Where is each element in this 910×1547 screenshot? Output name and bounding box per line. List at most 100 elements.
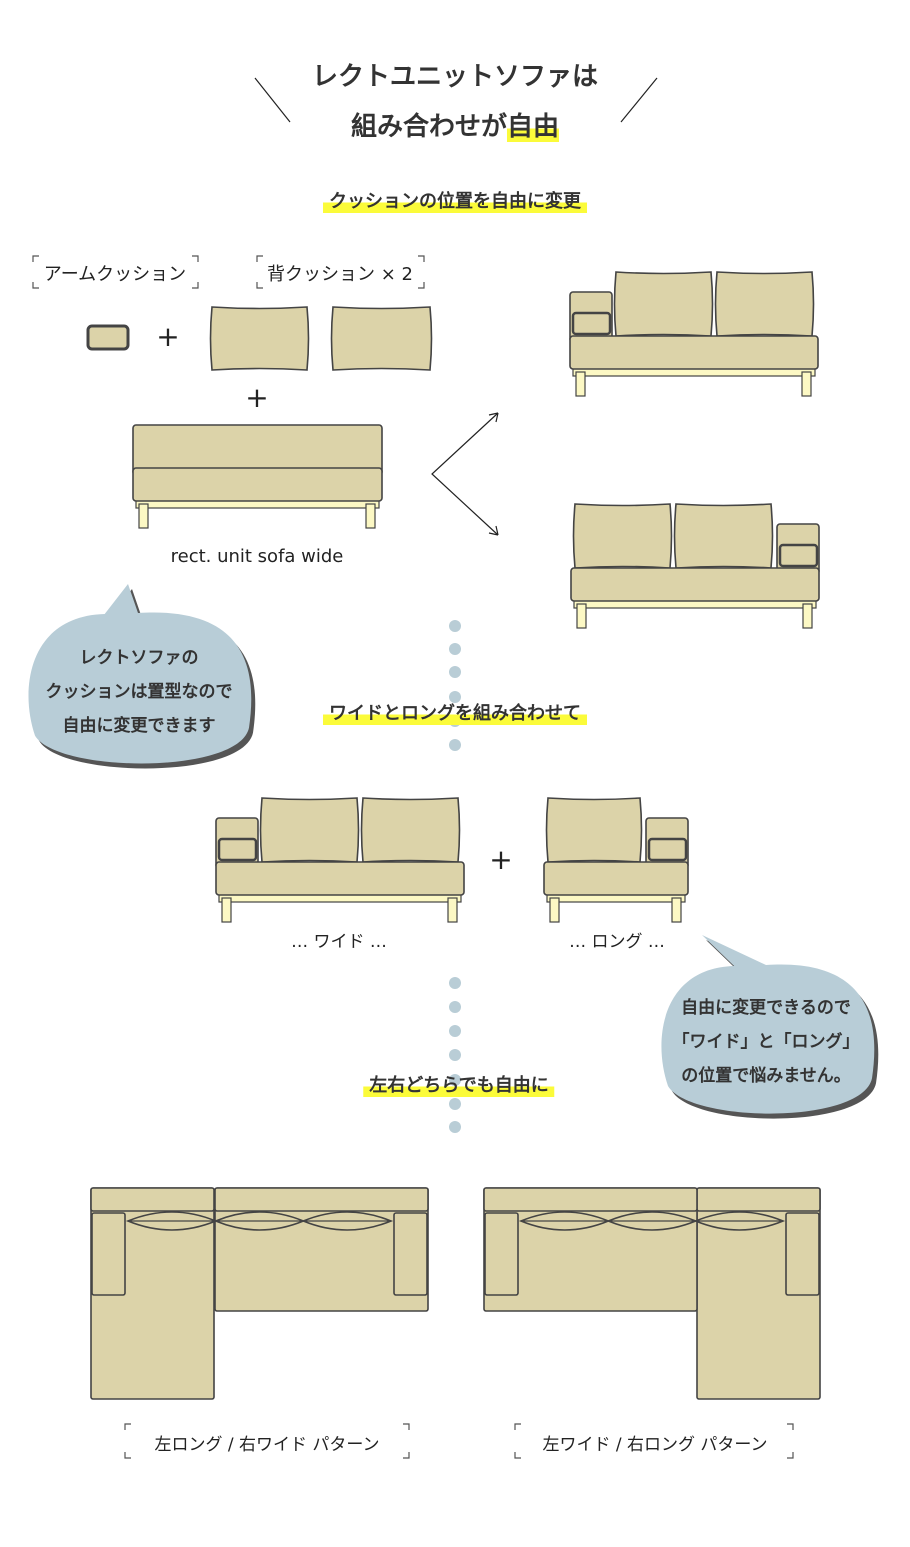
dot [449, 1098, 461, 1110]
section2-heading: ワイドとロングを組み合わせて [323, 699, 587, 725]
back-cushion [545, 797, 643, 863]
back-cushion [330, 306, 433, 371]
sofa-seat [132, 467, 383, 502]
wide-unit-back [483, 1187, 698, 1212]
bracket [514, 1423, 521, 1430]
sofa-leg [575, 371, 586, 397]
dot [449, 1121, 461, 1133]
sofa-leg [549, 897, 560, 923]
dot [449, 666, 461, 678]
bracket [124, 1452, 131, 1459]
wide-label: … ワイド … [291, 932, 387, 952]
dot [449, 977, 461, 989]
arm-cushion [217, 837, 258, 862]
arm-cushion [571, 311, 612, 336]
bracket [403, 1452, 410, 1459]
arm-right [785, 1212, 820, 1296]
plus-sign: + [156, 320, 180, 353]
sofa-leg [801, 371, 812, 397]
speech-bubble [28, 584, 252, 764]
arrow-head-icon [488, 525, 499, 536]
back-cushion [673, 503, 774, 569]
arm-right [393, 1212, 428, 1296]
sofa-arm-left [569, 271, 819, 397]
sofa-leg [447, 897, 458, 923]
sofa-seat [569, 335, 819, 370]
arm-cushion [647, 837, 688, 862]
speech-bubble [661, 935, 875, 1114]
back-cushion-label-brackets [256, 255, 425, 289]
dot [449, 620, 461, 632]
plus-sign: + [489, 843, 513, 876]
bracket [256, 255, 263, 262]
bracket [787, 1452, 794, 1459]
arm-cushion [778, 543, 819, 568]
title-line-2-text: 組み合わせが [350, 112, 507, 142]
section1-heading: クッションの位置を自由に変更 [323, 187, 587, 213]
dot [449, 643, 461, 655]
bubble-2-text: 自由に変更できるので 「ワイド」と「ロング」 の位置で悩みません。 [673, 991, 860, 1093]
long-unit-back [696, 1187, 821, 1212]
title-line-2: 組み合わせが自由 [350, 106, 560, 143]
sofa-arm-right [570, 503, 820, 629]
dot [449, 739, 461, 751]
title-deco-line [620, 77, 658, 123]
bracket [514, 1452, 521, 1459]
bubble-line: レクトソファの [79, 648, 199, 668]
back-cushion [572, 503, 673, 569]
arm-left [91, 1212, 126, 1296]
bracket [256, 282, 263, 289]
sofa-leg [671, 897, 682, 923]
pattern-right-caption: 左ワイド / 右ロング パターン [542, 1435, 768, 1455]
long-label: … ロング … [569, 932, 665, 952]
product-name: rect. unit sofa wide [170, 546, 344, 567]
bubble-line: 自由に変更できます [62, 716, 216, 736]
arm-cushion-label-brackets [32, 255, 199, 289]
plan-left-wide-right-long [483, 1187, 821, 1400]
plan-left-long-right-wide [90, 1187, 429, 1400]
title-deco-line [254, 77, 291, 123]
bracket [192, 255, 199, 262]
back-cushion-label: 背クッション × 2 [267, 264, 413, 285]
pattern-right-brackets [514, 1423, 794, 1459]
bracket [32, 282, 39, 289]
bubble-line: クッションは置型なので [45, 682, 233, 702]
arm-left [484, 1212, 519, 1296]
sofa-seat [215, 861, 465, 896]
arm-cushion-label: アームクッション [43, 264, 187, 285]
arm-cushion [86, 324, 130, 351]
title-line-1: レクトユニットソファは [311, 62, 599, 92]
bubble-line: の位置で悩みません。 [681, 1066, 851, 1086]
bracket [787, 1423, 794, 1430]
back-cushion [360, 797, 461, 863]
bubble-line: 自由に変更できるので [681, 998, 851, 1018]
sofa-seat [543, 861, 689, 896]
sofa-seat [570, 567, 820, 602]
back-cushion [714, 271, 815, 337]
bracket [32, 255, 39, 262]
back-cushion [259, 797, 360, 863]
bracket [192, 282, 199, 289]
back-cushion [209, 306, 310, 371]
wide-unit-back [214, 1187, 429, 1212]
back-cushion [613, 271, 714, 337]
arrow-lines [431, 412, 499, 536]
dot [449, 1001, 461, 1013]
plus-sign: + [245, 381, 269, 414]
speech-bubble-1 [28, 584, 256, 769]
sofa-long [543, 797, 689, 923]
speech-bubble-2 [661, 935, 879, 1119]
sofa-leg [802, 603, 813, 629]
pattern-left-caption: 左ロング / 右ワイド パターン [154, 1435, 380, 1455]
section3-heading: 左右どちらでも自由に [363, 1071, 555, 1097]
bubble-line: 「ワイド」と「ロング」 [672, 1032, 860, 1052]
sofa-leg [138, 503, 149, 529]
long-unit-back [90, 1187, 215, 1212]
dot [449, 1025, 461, 1037]
sofa-wide [215, 797, 465, 923]
bracket [418, 255, 425, 262]
bracket [124, 1423, 131, 1430]
bubble-1-text: レクトソファの クッションは置型なので 自由に変更できます [46, 641, 233, 743]
sofa-leg [576, 603, 587, 629]
